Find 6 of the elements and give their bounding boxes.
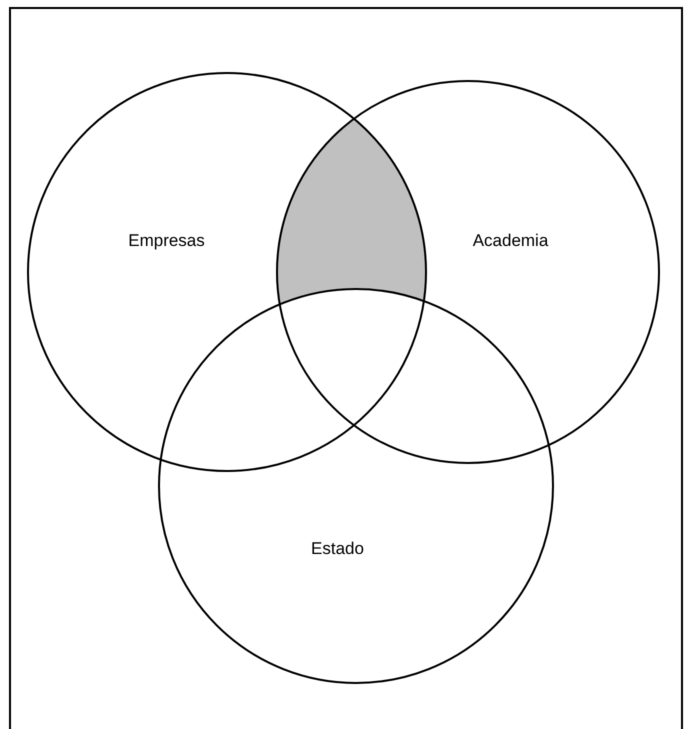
circle-label: Academia (472, 230, 548, 250)
venn-circle (276, 80, 660, 464)
venn-circle (158, 288, 554, 684)
circle-label: Empresas (128, 230, 205, 250)
venn-circle (27, 72, 427, 472)
circle-label: Estado (311, 538, 364, 558)
